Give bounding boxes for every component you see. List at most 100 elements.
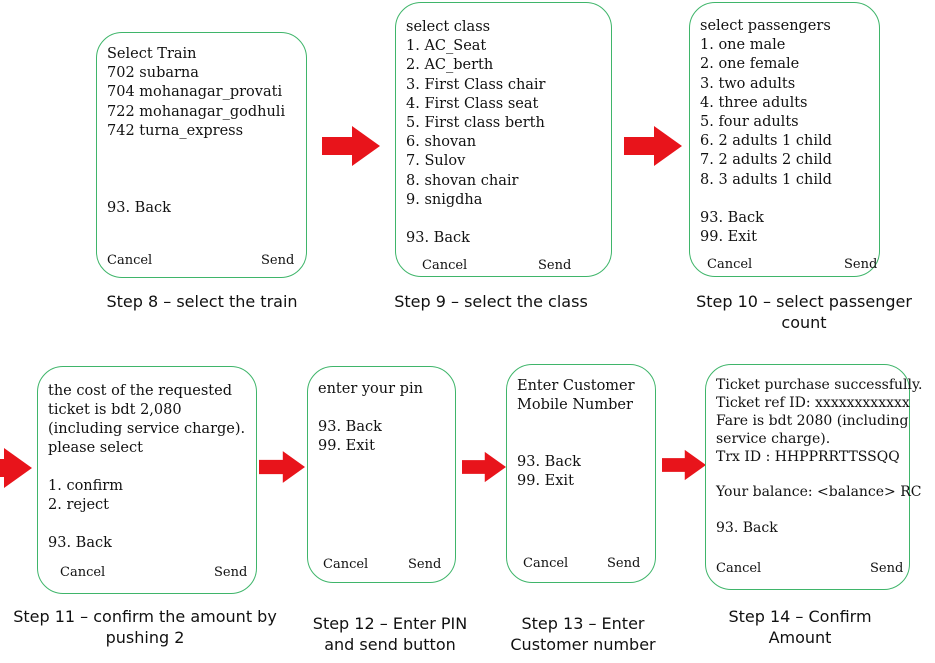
menu-line: 1. confirm bbox=[48, 478, 123, 494]
menu-line: 99. Exit bbox=[517, 473, 574, 489]
menu-lines: enter your pin 93. Back 99. Exit bbox=[318, 380, 449, 456]
menu-line: the cost of the requested bbox=[48, 383, 232, 399]
menu-line: 8. shovan chair bbox=[406, 172, 519, 189]
menu-line: Ticket purchase successfully. bbox=[716, 377, 923, 393]
phone-screen-step-11: the cost of the requested ticket is bdt … bbox=[37, 366, 257, 594]
step-caption: Step 9 – select the class bbox=[394, 292, 588, 311]
menu-line: Fare is bdt 2080 (including bbox=[716, 412, 909, 429]
menu-line: 2. reject bbox=[48, 497, 109, 513]
step-caption: Step 13 – Enter Customer number bbox=[510, 614, 656, 654]
menu-line: 1. AC_Seat bbox=[406, 38, 487, 55]
step-caption: Step 12 – Enter PIN and send button bbox=[312, 614, 468, 654]
menu-lines: Enter Customer Mobile Number 93. Back 99… bbox=[517, 377, 649, 491]
menu-line: 742 turna_express bbox=[107, 122, 244, 139]
menu-line: 2. AC_berth bbox=[406, 57, 494, 74]
send-softkey[interactable]: Send bbox=[408, 557, 442, 572]
menu-line: 9. snigdha bbox=[406, 191, 483, 208]
menu-line: 93. Back bbox=[318, 419, 382, 435]
menu-line: select passengers bbox=[700, 18, 831, 34]
menu-line: 5. four adults bbox=[700, 114, 799, 131]
send-softkey[interactable]: Send bbox=[261, 253, 295, 268]
menu-line: Ticket ref ID: xxxxxxxxxxxx bbox=[716, 394, 910, 411]
menu-line: 4. First Class seat bbox=[406, 95, 539, 112]
cancel-softkey[interactable]: Cancel bbox=[422, 258, 468, 273]
menu-line: Your balance: <balance> RC bbox=[716, 484, 922, 501]
menu-line: service charge). bbox=[716, 430, 831, 447]
menu-lines: select class 1. AC_Seat 2. AC_berth 3. F… bbox=[406, 18, 605, 248]
arrow-right-icon bbox=[322, 126, 380, 166]
phone-screen-step-12: enter your pin 93. Back 99. Exit Cancel … bbox=[307, 366, 456, 583]
menu-line bbox=[107, 141, 300, 160]
send-softkey[interactable]: Send bbox=[870, 561, 904, 576]
cancel-softkey[interactable]: Cancel bbox=[523, 556, 569, 571]
menu-line: Trx ID : HHPPRRTTSSQQ bbox=[716, 448, 900, 465]
arrow-right-icon bbox=[624, 126, 682, 166]
menu-line: 4. three adults bbox=[700, 94, 808, 111]
menu-line bbox=[716, 502, 903, 520]
menu-line: 6. 2 adults 1 child bbox=[700, 133, 832, 150]
step-caption: Step 14 – Confirm Amount bbox=[728, 607, 872, 647]
arrow-right-icon bbox=[662, 449, 706, 481]
menu-lines: select passengers 1. one male 2. one fem… bbox=[700, 17, 873, 247]
menu-line bbox=[406, 210, 605, 229]
menu-line: 8. 3 adults 1 child bbox=[700, 171, 832, 188]
menu-line: 722 mohanagar_godhuli bbox=[107, 103, 286, 120]
send-softkey[interactable]: Send bbox=[538, 258, 572, 273]
menu-line: 99. Exit bbox=[318, 438, 375, 454]
send-softkey[interactable]: Send bbox=[214, 565, 248, 580]
menu-line: 5. First class berth bbox=[406, 115, 545, 132]
menu-line bbox=[716, 467, 903, 485]
menu-line bbox=[700, 190, 873, 209]
menu-line: (including service charge). bbox=[48, 421, 246, 437]
phone-screen-step-9: select class 1. AC_Seat 2. AC_berth 3. F… bbox=[395, 2, 612, 277]
send-softkey[interactable]: Send bbox=[607, 556, 641, 571]
menu-line bbox=[48, 515, 250, 534]
phone-screen-step-14: Ticket purchase successfully. Ticket ref… bbox=[705, 364, 923, 590]
cancel-softkey[interactable]: Cancel bbox=[707, 257, 753, 272]
menu-line: 93. Back bbox=[406, 230, 470, 247]
menu-line: 93. Back bbox=[48, 535, 112, 551]
menu-line: 704 mohanagar_provati bbox=[107, 84, 283, 101]
menu-lines: the cost of the requested ticket is bdt … bbox=[48, 382, 250, 553]
menu-line: 7. 2 adults 2 child bbox=[700, 152, 832, 169]
menu-line: 7. Sulov bbox=[406, 153, 466, 170]
menu-line: 3. two adults bbox=[700, 75, 796, 92]
menu-line: Enter Customer bbox=[517, 378, 635, 394]
menu-line: 93. Back bbox=[700, 210, 764, 227]
menu-line: Select Train bbox=[107, 46, 197, 62]
menu-line: 3. First Class chair bbox=[406, 76, 546, 93]
menu-lines: Select Train 702 subarna 704 mohanagar_p… bbox=[107, 45, 300, 218]
menu-line bbox=[48, 458, 250, 477]
menu-line: please select bbox=[48, 440, 143, 456]
cancel-softkey[interactable]: Cancel bbox=[60, 565, 106, 580]
cancel-softkey[interactable]: Cancel bbox=[716, 561, 762, 576]
arrow-right-icon bbox=[259, 451, 305, 483]
cancel-softkey[interactable]: Cancel bbox=[107, 253, 153, 268]
phone-screen-step-8: Select Train 702 subarna 704 mohanagar_p… bbox=[96, 32, 307, 278]
menu-line bbox=[107, 179, 300, 198]
phone-screen-step-13: Enter Customer Mobile Number 93. Back 99… bbox=[506, 364, 656, 583]
menu-line: 1. one male bbox=[700, 37, 786, 54]
menu-line: 702 subarna bbox=[107, 65, 199, 82]
menu-line: Mobile Number bbox=[517, 397, 633, 413]
menu-line bbox=[107, 160, 300, 179]
menu-line: 93. Back bbox=[716, 520, 778, 537]
menu-line: ticket is bdt 2,080 bbox=[48, 402, 182, 418]
menu-line bbox=[318, 399, 449, 418]
menu-line: 93. Back bbox=[107, 199, 171, 216]
menu-line: select class bbox=[406, 19, 491, 35]
step-caption: Step 10 – select passenger count bbox=[696, 292, 912, 332]
arrow-right-icon bbox=[0, 448, 32, 488]
menu-lines: Ticket purchase successfully. Ticket ref… bbox=[716, 377, 923, 538]
step-caption: Step 11 – confirm the amount by pushing … bbox=[13, 607, 277, 647]
menu-line: enter your pin bbox=[318, 381, 423, 397]
send-softkey[interactable]: Send bbox=[844, 257, 878, 272]
menu-line: 93. Back bbox=[517, 454, 581, 470]
phone-screen-step-10: select passengers 1. one male 2. one fem… bbox=[689, 2, 880, 277]
menu-line: 6. shovan bbox=[406, 134, 477, 151]
menu-line: 99. Exit bbox=[700, 229, 757, 246]
step-caption: Step 8 – select the train bbox=[106, 292, 298, 311]
cancel-softkey[interactable]: Cancel bbox=[323, 557, 369, 572]
arrow-right-icon bbox=[462, 451, 506, 483]
menu-line bbox=[517, 415, 649, 434]
